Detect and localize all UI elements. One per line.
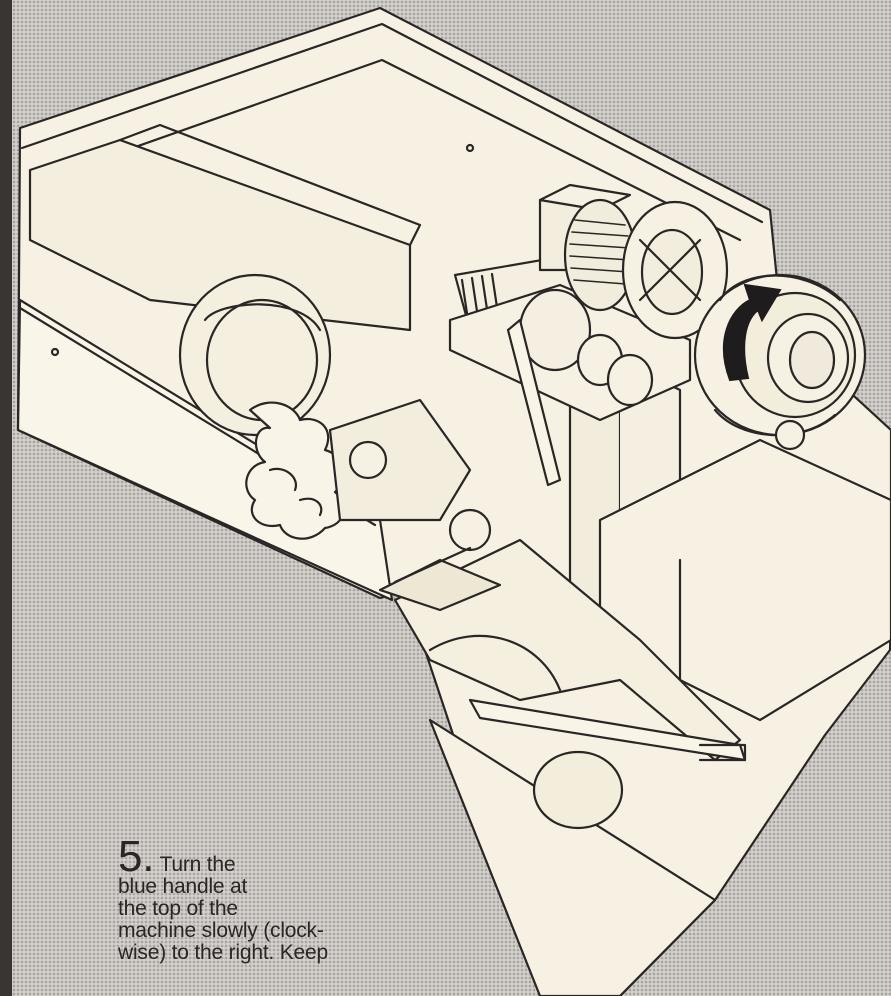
back-rim: [20, 22, 764, 224]
cup-hole: [532, 750, 624, 830]
lever: [506, 318, 562, 487]
instruction-line-2: blue handle at: [118, 875, 248, 898]
blade-assembly: [328, 398, 472, 522]
instruction-text-1: Turn the: [159, 853, 236, 876]
step-instruction: 5. Turn the blue handle at the top of th…: [118, 835, 418, 964]
bottom-panel: [428, 718, 717, 996]
instruction-line-3: the top of the: [118, 897, 238, 920]
instruction-line-4: machine slowly (clock-: [118, 919, 324, 942]
step-number: 5.: [118, 832, 155, 881]
instruction-line-1: 5. Turn the: [118, 835, 418, 879]
instruction-line-5: wise) to the right. Keep: [118, 941, 328, 964]
tray-slot: [428, 634, 562, 692]
clockwise-arrow-icon: [722, 283, 782, 382]
page-edge: [0, 0, 12, 996]
